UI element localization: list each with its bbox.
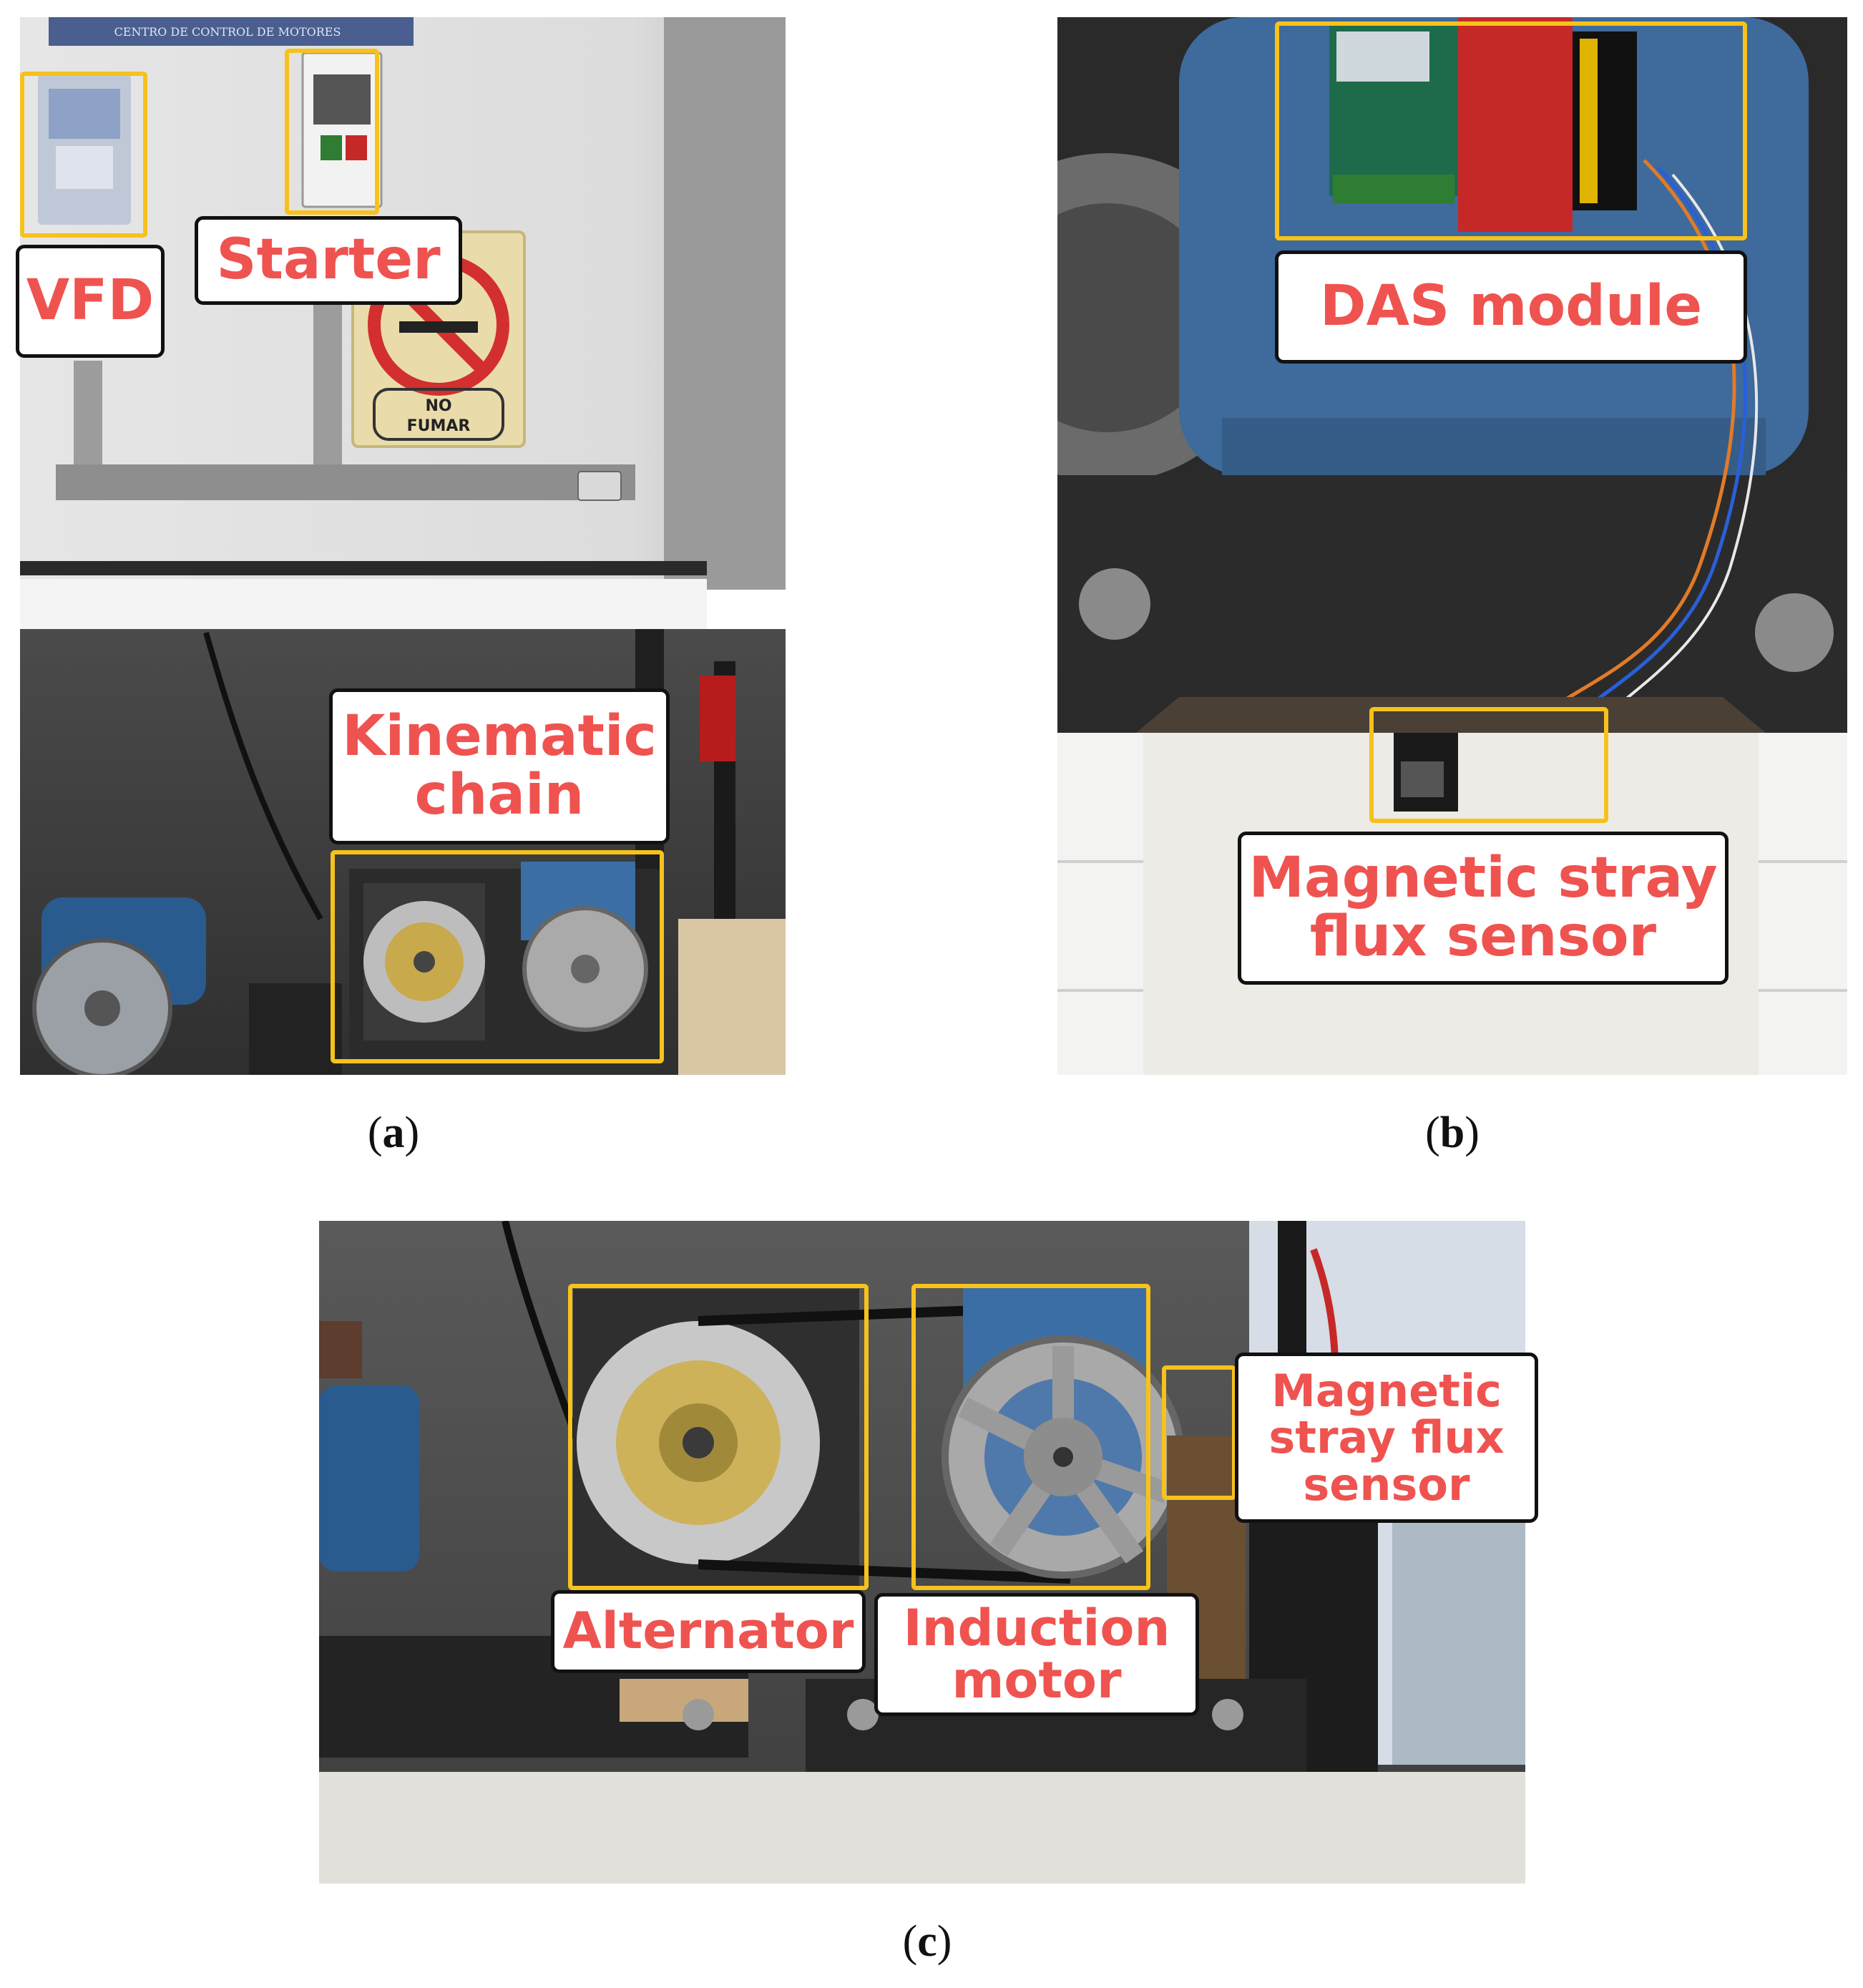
highlight-alternator — [568, 1284, 869, 1590]
label-kinematic-line1: Kinematic — [342, 704, 657, 769]
label-alternator: Alternator — [551, 1590, 866, 1673]
banner-text: CENTRO DE CONTROL DE MOTORES — [114, 25, 341, 39]
label-kinematic-line2: chain — [414, 763, 585, 827]
highlight-sensor-b — [1369, 707, 1608, 823]
label-magnetic-sensor-c: Magnetic stray flux sensor — [1235, 1353, 1538, 1523]
label-magnetic-sensor-b: Magnetic stray flux sensor — [1238, 832, 1728, 985]
label-starter: Starter — [195, 216, 462, 305]
label-vfd: VFD — [16, 245, 165, 358]
label-alternator-text: Alternator — [562, 1602, 854, 1661]
caption-c-letter: c — [917, 1917, 937, 1966]
highlight-vfd — [20, 72, 147, 238]
label-induction-line2: motor — [952, 1651, 1122, 1710]
label-msf-c-line3: sensor — [1303, 1458, 1470, 1511]
label-das-module: DAS module — [1275, 250, 1747, 364]
caption-a: (a) — [367, 1108, 420, 1157]
highlight-induction-motor — [911, 1284, 1150, 1590]
caption-c: (c) — [902, 1917, 952, 1966]
caption-b: (b) — [1425, 1108, 1480, 1157]
label-induction-motor: Induction motor — [874, 1593, 1199, 1716]
highlight-das-module — [1275, 21, 1747, 240]
highlight-kinematic-chain — [331, 850, 664, 1063]
caption-a-letter: a — [382, 1108, 405, 1157]
highlight-sensor-c — [1162, 1365, 1236, 1500]
sign-text-fumar: FUMAR — [407, 417, 471, 435]
label-msf-b-line1: Magnetic stray — [1248, 846, 1718, 911]
label-vfd-text: VFD — [26, 268, 155, 333]
label-msf-c-line2: stray flux — [1268, 1411, 1505, 1464]
caption-b-letter: b — [1439, 1108, 1465, 1157]
label-kinematic-chain: Kinematic chain — [329, 688, 670, 844]
label-msf-b-line2: flux sensor — [1309, 905, 1657, 969]
label-das-text: DAS module — [1319, 274, 1703, 339]
label-induction-line1: Induction — [903, 1598, 1170, 1657]
sign-text-no: NO — [425, 397, 451, 415]
highlight-starter — [285, 49, 379, 215]
label-msf-c-line1: Magnetic — [1271, 1365, 1502, 1418]
label-starter-text: Starter — [216, 228, 441, 293]
